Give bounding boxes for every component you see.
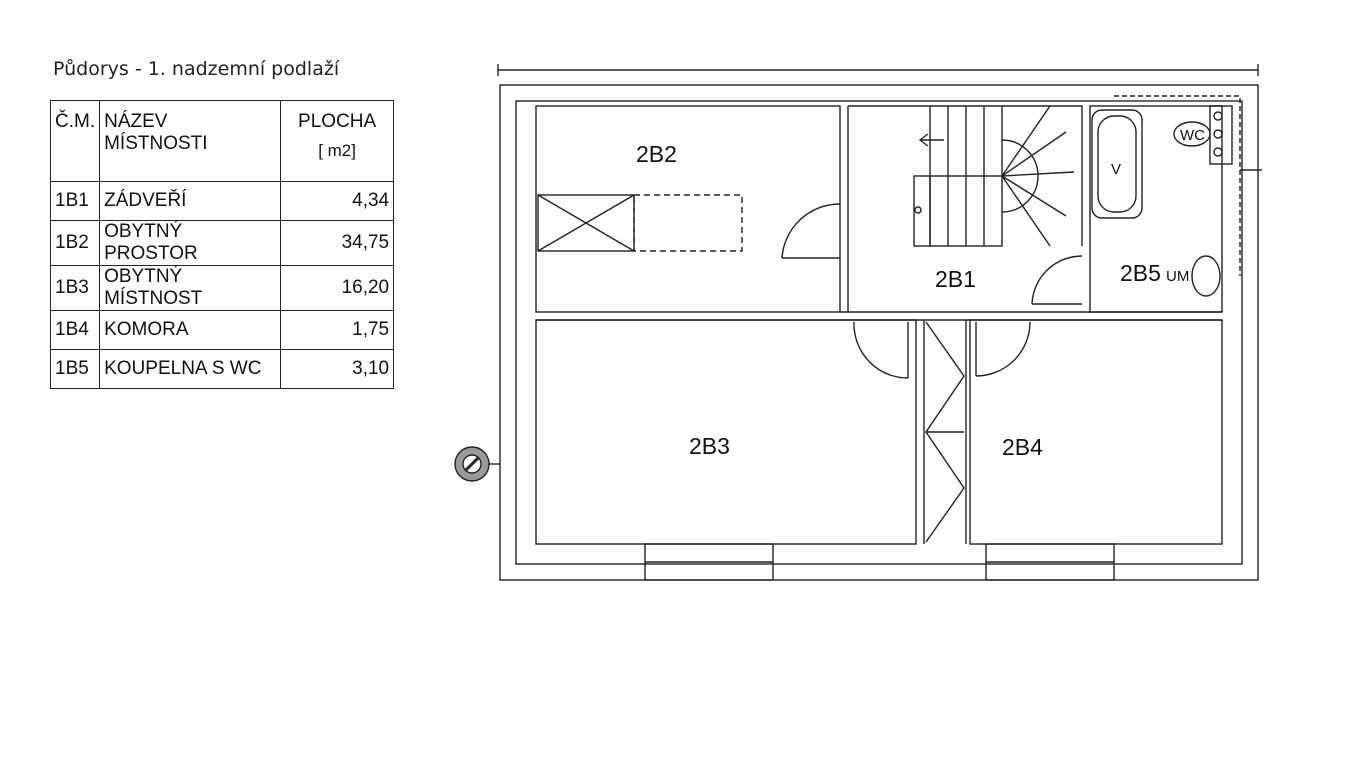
room-code: 1B1 [49,181,101,221]
header-area-unit: [ m2] [318,141,356,160]
room-name: OBYTNÝ MÍSTNOST [99,265,282,311]
staircase [913,105,1075,247]
room-area: 16,20 [280,265,395,311]
room-2b2-outline [535,105,841,313]
room-label-2b5: 2B5 [1120,260,1161,286]
door-swing [781,203,841,259]
room-name: KOMORA [99,310,282,350]
door-swing [975,321,1031,377]
room-2b3-outline [535,319,917,545]
header-name: NÁZEV MÍSTNOSTI [99,100,282,182]
room-label-2b4: 2B4 [1002,434,1043,460]
room-label-2b1: 2B1 [935,266,976,292]
room-area: 3,10 [280,349,395,389]
table-row: 1B5 KOUPELNA S WC 3,10 [49,349,395,389]
header-area: PLOCHA [ m2] [280,100,395,182]
chimney-icon [454,446,500,482]
washbasin [1191,255,1221,297]
room-name: KOUPELNA S WC [99,349,282,389]
header-area-label: PLOCHA [298,111,377,132]
room-code: 1B2 [49,220,101,266]
room-table: Č.M. NÁZEV MÍSTNOSTI PLOCHA [ m2] 1B1 ZÁ… [49,100,395,389]
page-title: Půdorys - 1. nadzemní podlaží [53,58,340,80]
table-header-row: Č.M. NÁZEV MÍSTNOSTI PLOCHA [ m2] [49,100,395,182]
room-code: 1B3 [49,265,101,311]
table-row: 1B4 KOMORA 1,75 [49,310,395,350]
room-area: 4,34 [280,181,395,221]
room-label-2b3: 2B3 [689,433,730,459]
room-area: 1,75 [280,310,395,350]
room-code: 1B5 [49,349,101,389]
bathtub-label: V [1111,161,1121,178]
table-row: 1B3 OBYTNÝ MÍSTNOST 16,20 [49,265,395,311]
room-name: ZÁDVEŘÍ [99,181,282,221]
room-label-2b2: 2B2 [636,141,677,167]
room-2b4-outline [969,319,1223,545]
washbasin-label: UM [1166,268,1189,285]
room-area: 34,75 [280,220,395,266]
door-swing [1031,255,1083,305]
outer-wall [499,84,1259,581]
toilet-label: WC [1180,127,1205,144]
door-swing [853,321,909,379]
table-row: 1B1 ZÁDVEŘÍ 4,34 [49,181,395,221]
room-name: OBYTNÝ PROSTOR [99,220,282,266]
bathtub [1091,109,1143,219]
room-2b5-outline [1089,105,1223,313]
table-row: 1B2 OBYTNÝ PROSTOR 34,75 [49,220,395,266]
room-code: 1B4 [49,310,101,350]
header-code: Č.M. [49,100,101,182]
